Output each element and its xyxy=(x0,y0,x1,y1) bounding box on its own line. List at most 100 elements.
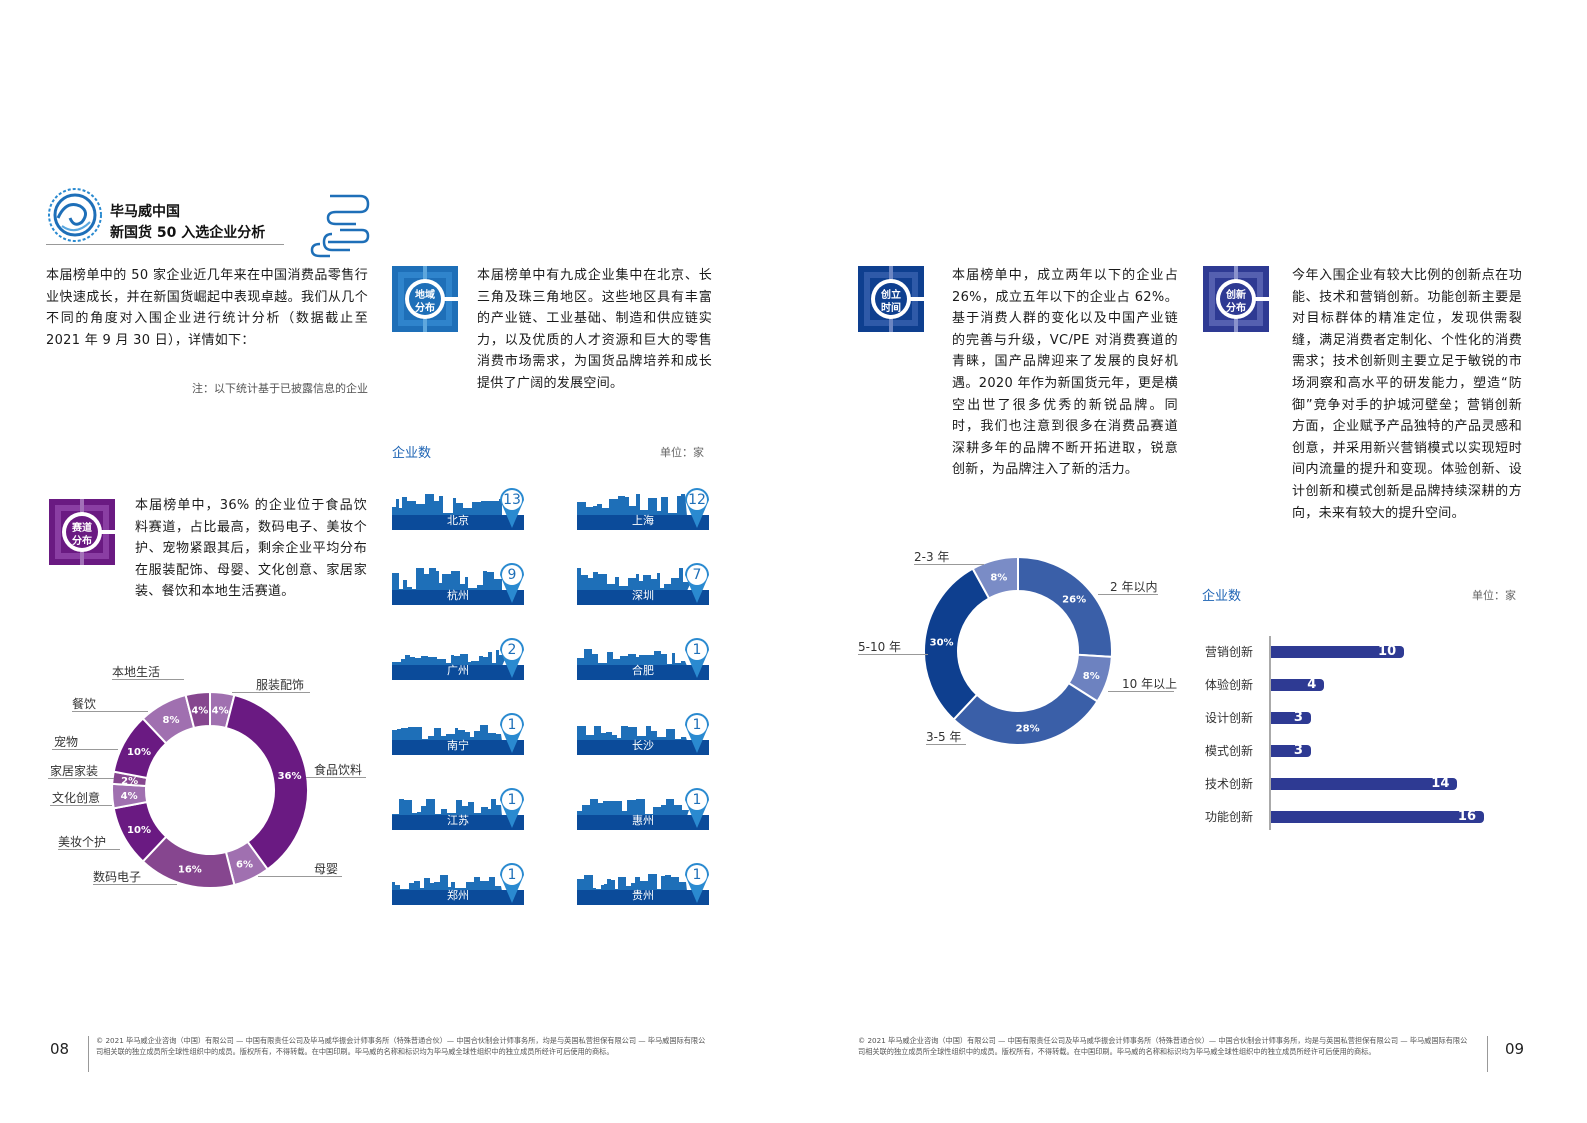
donut-slice-label: 4% xyxy=(191,706,208,717)
donut-leader-line xyxy=(52,749,118,750)
city-name: 惠州 xyxy=(632,814,654,827)
city-name: 郑州 xyxy=(447,889,469,902)
donut-slice-label: 4% xyxy=(212,706,229,717)
skyline-icon xyxy=(392,638,524,680)
innovation-icon: 创新 分布 xyxy=(1203,266,1269,332)
bar-category-label: 设计创新 xyxy=(1205,711,1254,725)
city-name: 上海 xyxy=(632,514,654,527)
donut-leader-line xyxy=(914,564,984,565)
left-footer-copyright: © 2021 毕马威企业咨询（中国）有限公司 — 中国有限责任公司及毕马威华振会… xyxy=(96,1036,706,1056)
donut-leader-line xyxy=(926,744,966,745)
skyline-shape xyxy=(577,494,687,516)
city-name-band xyxy=(392,590,524,605)
bar-value-label: 10 xyxy=(1378,644,1397,659)
cloud-swirl-decoration xyxy=(300,192,370,262)
donut-slice-label: 36% xyxy=(278,771,302,782)
region-chart-title: 企业数 xyxy=(392,446,432,461)
map-pin-inner xyxy=(502,865,522,885)
map-pin-inner xyxy=(502,490,522,510)
city-name-band xyxy=(392,515,524,530)
bar-category-label: 技术创新 xyxy=(1205,777,1254,791)
city-count: 13 xyxy=(503,492,521,508)
skyline-shape xyxy=(392,650,507,666)
city-count: 9 xyxy=(507,567,517,583)
city-name-band xyxy=(392,665,524,680)
map-pin-inner xyxy=(502,565,522,585)
bar xyxy=(1271,712,1311,724)
map-pin-inner xyxy=(687,640,707,660)
skyline-shape xyxy=(392,875,502,891)
right-page-number: 09 xyxy=(1505,1040,1525,1058)
donut-category-label: 3-5 年 xyxy=(926,730,962,744)
city-tile: 上海 12 xyxy=(577,486,709,530)
donut-slice-label: 2% xyxy=(121,776,138,787)
skyline-shape xyxy=(392,494,502,516)
donut-leader-line xyxy=(1108,691,1174,692)
city-count: 12 xyxy=(688,492,706,508)
city-count: 1 xyxy=(692,717,702,733)
donut-category-label: 食品饮料 xyxy=(314,763,363,777)
innovation-chart-title: 企业数 xyxy=(1202,589,1242,604)
city-count: 1 xyxy=(507,867,517,883)
donut-leader-line xyxy=(58,849,120,850)
region-icon: 地域 分布 xyxy=(392,266,458,332)
donut-category-label: 餐饮 xyxy=(72,697,97,711)
donut-category-label: 文化创意 xyxy=(52,791,101,805)
skyline-shape xyxy=(577,649,687,666)
bar-value-label: 3 xyxy=(1293,710,1303,725)
donut-category-label: 宠物 xyxy=(54,735,79,749)
city-name: 长沙 xyxy=(632,739,654,752)
bar-value-label: 3 xyxy=(1293,743,1303,758)
donut-slice-label: 10% xyxy=(127,825,151,836)
bar xyxy=(1271,778,1458,790)
page-title: 新国货 50 入选企业分析 xyxy=(110,225,266,241)
city-name: 广州 xyxy=(447,664,469,677)
bar-category-label: 体验创新 xyxy=(1205,678,1254,692)
donut-slice-label: 8% xyxy=(990,572,1007,583)
skyline-icon xyxy=(392,788,524,830)
city-name: 合肥 xyxy=(632,664,654,677)
donut-slice xyxy=(971,555,1019,600)
city-tile: 贵州 1 xyxy=(577,861,709,905)
city-name-band xyxy=(577,665,709,680)
donut-leader-line xyxy=(858,654,928,655)
map-pin-inner xyxy=(502,715,522,735)
donut-category-label: 2-3 年 xyxy=(914,550,950,564)
skyline-icon xyxy=(392,713,524,755)
skyline-icon xyxy=(577,713,709,755)
skyline-icon xyxy=(577,488,709,530)
city-name: 贵州 xyxy=(632,889,654,902)
donut-slice-label: 28% xyxy=(1016,723,1040,734)
kpmg-wave-logo xyxy=(46,186,104,244)
bar-value-label: 16 xyxy=(1457,809,1476,824)
donut-leader-line xyxy=(112,679,184,680)
city-name-band xyxy=(577,815,709,830)
donut-category-label: 5-10 年 xyxy=(858,640,902,654)
donut-category-label: 数码电子 xyxy=(93,870,142,884)
innovation-icon-label-2: 分布 xyxy=(1226,303,1246,314)
founding-donut-svg: 26%8%28%30%8% xyxy=(923,555,1113,746)
donut-slice-label: 8% xyxy=(162,715,179,726)
city-name-band xyxy=(577,890,709,905)
city-name-band xyxy=(392,740,524,755)
donut-category-label: 本地生活 xyxy=(112,665,161,679)
skyline-shape xyxy=(392,725,502,741)
donut-slice xyxy=(1017,555,1113,658)
donut-leader-line xyxy=(50,805,112,806)
track-icon: 赛道 分布 xyxy=(49,499,115,565)
bar-value-label: 14 xyxy=(1431,776,1450,791)
founding-paragraph: 本届榜单中，成立两年以下的企业占 26%，成立五年以下的企业占 62%。基于消费… xyxy=(952,268,1178,478)
track-icon-label-2: 分布 xyxy=(72,536,92,547)
header-brand: 毕马威中国 xyxy=(110,204,180,220)
city-count: 1 xyxy=(692,867,702,883)
city-name: 南宁 xyxy=(447,739,469,752)
city-count: 7 xyxy=(692,567,702,583)
city-count: 1 xyxy=(507,792,517,808)
region-chart-unit: 单位：家 xyxy=(660,446,704,459)
donut-slice xyxy=(224,693,309,871)
